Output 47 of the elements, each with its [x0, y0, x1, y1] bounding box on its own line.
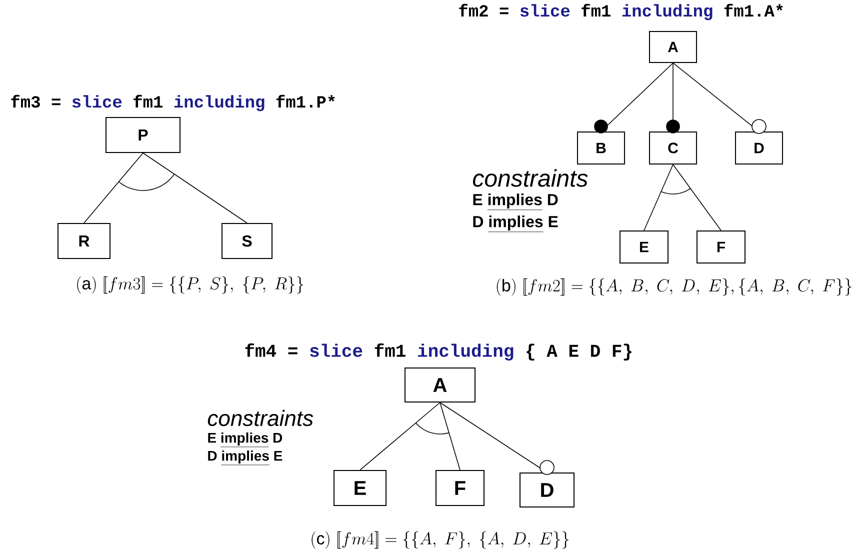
feature-box: S	[222, 223, 272, 259]
connector-line	[666, 62, 680, 134]
code-line: fm3 = slice fm1 including fm1.P*	[11, 94, 335, 112]
label: { A E D F}	[526, 344, 632, 360]
connector-line	[672, 164, 722, 231]
feature-box: D	[735, 132, 784, 164]
label: fm4 =	[245, 343, 298, 357]
constraint-text: D implies E	[473, 216, 558, 232]
label: slice	[520, 4, 570, 17]
constraints-heading: constraints	[208, 410, 314, 426]
subfigure-caption: $\mathrm{(c)}\ [\![ fm4 ]\!] =\{\{A,\ F\},\ \{A,\ D,\ E\}\}$	[312, 531, 569, 549]
constraint-text: D implies E	[208, 450, 282, 466]
feature-box: C	[649, 132, 697, 164]
subfigure-caption: $\mathrm{(b)}\ [\![ fm2 ]\!] = \{\{A,\ B,\ C,\ D,\ E\},\{A,\ B,\ C,\ F\}\}$	[496, 278, 852, 296]
label: fm1	[582, 4, 610, 16]
code-line: fm2 = slice fm1 including fm1.A*	[459, 4, 783, 20]
feature-box: D	[520, 472, 574, 508]
connector-line	[142, 152, 248, 224]
constraints-heading: constraints	[473, 169, 588, 187]
feature-box: A	[649, 31, 697, 63]
feature-box: E	[620, 230, 668, 264]
label: fm3 =	[11, 94, 60, 108]
label: slice	[72, 95, 122, 108]
label: slice	[310, 344, 362, 357]
label: including	[174, 95, 264, 112]
feature-box: E	[334, 470, 386, 506]
connector-line	[440, 402, 554, 475]
connector-line	[84, 152, 144, 224]
feature-box: F	[696, 230, 746, 264]
connector-line	[644, 164, 674, 231]
label: fm1.P*	[276, 94, 335, 108]
connector-line	[440, 402, 460, 470]
label: fm1.A*	[724, 4, 783, 16]
label: fm2 =	[459, 4, 508, 16]
subfigure-caption: $\mathrm{(a)}\ [\![ fm3 ]\!] = \{\{P,\ S\},\ \{P,\ R\}\}$	[77, 276, 304, 294]
feature-box: R	[58, 223, 110, 259]
feature-box: A	[404, 368, 476, 402]
feature-box: B	[577, 132, 625, 164]
constraint-text: E implies D	[473, 194, 558, 210]
feature-box: F	[436, 470, 484, 506]
connector-line	[360, 402, 440, 470]
connector-line	[672, 62, 766, 134]
code-line: fm4 = slice fm1 including { A E D F}	[245, 343, 632, 361]
constraint-text: E implies D	[208, 432, 282, 448]
feature-box: P	[106, 117, 180, 153]
label: fm1	[374, 343, 406, 357]
connector-line	[594, 62, 674, 134]
